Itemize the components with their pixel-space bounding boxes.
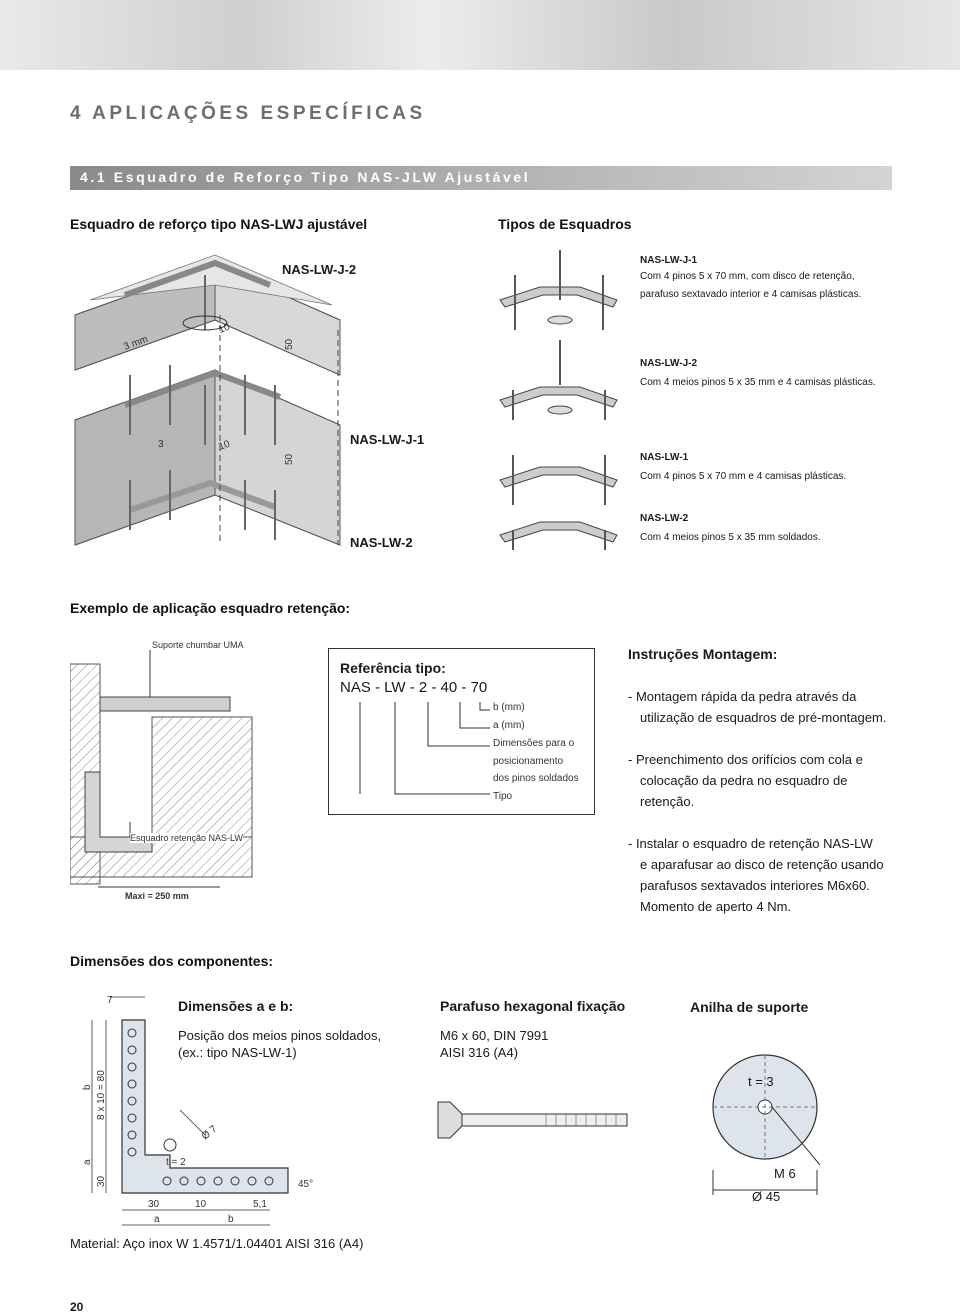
screw-text-2: AISI 316 (A4) (440, 1045, 519, 1060)
washer-title: Anilha de suporte (690, 999, 809, 1015)
type-1-name: NAS-LW-J-1 (640, 255, 698, 266)
ref-item-dim-2: posicionamento (493, 756, 564, 767)
instr-line-6: - Instalar o esquadro de retenção NAS-LW (628, 836, 873, 851)
ref-code: NAS - LW - 2 - 40 - 70 (340, 679, 488, 696)
dim-a: a (82, 1159, 93, 1165)
dim-phi7: Ø 7 (200, 1123, 220, 1142)
dim-5-1: 5,1 (253, 1199, 267, 1210)
type-3-desc: Com 4 pinos 5 x 70 mm e 4 camisas plásti… (640, 471, 847, 482)
dim-30b: 30 (148, 1199, 160, 1210)
label-maxi: Maxi = 250 mm (125, 891, 189, 901)
instr-line-2: utilização de esquadros de pré-montagem. (640, 710, 887, 725)
label-nas-lw-j-2: NAS-LW-J-2 (282, 262, 357, 277)
instr-line-5: retenção. (640, 794, 695, 809)
material-note: Material: Aço inox W 1.4571/1.04401 AISI… (70, 1236, 364, 1251)
section-bar (70, 166, 892, 190)
dim-30: 30 (96, 1175, 107, 1187)
instructions-heading: Instruções Montagem: (628, 646, 778, 662)
page-number: 20 (70, 1300, 84, 1314)
type-drawings (499, 250, 618, 550)
instr-line-1: - Montagem rápida da pedra através da (628, 689, 857, 704)
type-2-desc: Com 4 meios pinos 5 x 35 mm e 4 camisas … (640, 377, 876, 388)
washer-drawing (712, 1054, 821, 1195)
label-support: Suporte chumbar UMA (152, 640, 244, 650)
dim-3: 3 (158, 439, 164, 450)
dim-45deg: 45° (298, 1179, 313, 1190)
dim-7: 7 (107, 995, 113, 1006)
dim-text-2: (ex.: tipo NAS-LW-1) (178, 1045, 297, 1060)
dim-50-bottom: 50 (284, 453, 295, 465)
dim-title: Dimensões a e b: (178, 998, 294, 1014)
ref-item-dim-1: Dimensões para o (493, 738, 575, 749)
components-heading: Dimensões dos componentes: (70, 953, 274, 969)
example-heading: Exemplo de aplicação esquadro retenção: (70, 600, 351, 616)
bracket-dimension-drawing: 7 b 8 x 10 = 80 a 30 Ø 7 t = 2 45° 30 10… (82, 995, 313, 1226)
reference-box (328, 648, 595, 815)
label-nas-lw-j-1: NAS-LW-J-1 (350, 432, 425, 447)
washer-t: t = 3 (748, 1074, 774, 1089)
dim-10-top: 10 (217, 322, 232, 336)
label-nas-lw-2: NAS-LW-2 (350, 535, 413, 550)
ref-leader-lines (359, 702, 490, 795)
section-title: 4.1 Esquadro de Reforço Tipo NAS-JLW Aju… (80, 169, 531, 185)
dim-b: b (82, 1084, 93, 1090)
dim-8x10: 8 x 10 = 80 (96, 1070, 107, 1120)
ref-item-type: Tipo (493, 791, 513, 802)
instr-line-4: colocação da pedra no esquadro de (640, 773, 848, 788)
chapter-title: 4 APLICAÇÕES ESPECÍFICAS (70, 103, 426, 124)
dim-10-bottom: 10 (217, 439, 232, 453)
instr-line-8: parafusos sextavados interiores M6x60. (640, 878, 870, 893)
dim-a2: a (154, 1214, 160, 1225)
dim-t2: t = 2 (166, 1157, 186, 1168)
screw-text-1: M6 x 60, DIN 7991 (440, 1028, 549, 1043)
dim-b2: b (228, 1214, 234, 1225)
washer-d: Ø 45 (752, 1189, 781, 1204)
top-banner (0, 0, 960, 70)
type-2-name: NAS-LW-J-2 (640, 358, 698, 369)
type-1-desc-2: parafuso sextavado interior e 4 camisas … (640, 289, 862, 300)
dim-text-1: Posição dos meios pinos soldados, (178, 1028, 382, 1043)
dim-50-top: 50 (284, 338, 295, 350)
ref-item-b: b (mm) (493, 702, 525, 713)
instr-line-7: e aparafusar ao disco de retenção usando (640, 857, 884, 872)
type-3-name: NAS-LW-1 (640, 452, 689, 463)
instr-line-9: Momento de aperto 4 Nm. (640, 899, 792, 914)
ref-item-a: a (mm) (493, 720, 525, 731)
left-heading: Esquadro de reforço tipo NAS-LWJ ajustáv… (70, 216, 368, 232)
label-bracket: Esquadro retenção NAS-LW (130, 833, 243, 843)
instr-line-3: - Preenchimento dos orifícios com cola e (628, 752, 863, 767)
type-1-desc-1: Com 4 pinos 5 x 70 mm, com disco de rete… (640, 271, 855, 282)
type-4-name: NAS-LW-2 (640, 513, 689, 524)
screw-title: Parafuso hexagonal fixação (440, 998, 626, 1014)
example-illustration (70, 650, 253, 888)
bracket-install-illustration: 3 mm 3 10 10 50 50 (74, 254, 341, 546)
ref-item-dim-3: dos pinos soldados (493, 773, 579, 784)
types-heading: Tipos de Esquadros (498, 216, 632, 232)
dim-10: 10 (195, 1199, 207, 1210)
washer-m: M 6 (774, 1166, 796, 1181)
screw-drawing (437, 1101, 628, 1139)
ref-title: Referência tipo: (340, 660, 446, 676)
type-4-desc: Com 4 meios pinos 5 x 35 mm soldados. (640, 532, 821, 543)
